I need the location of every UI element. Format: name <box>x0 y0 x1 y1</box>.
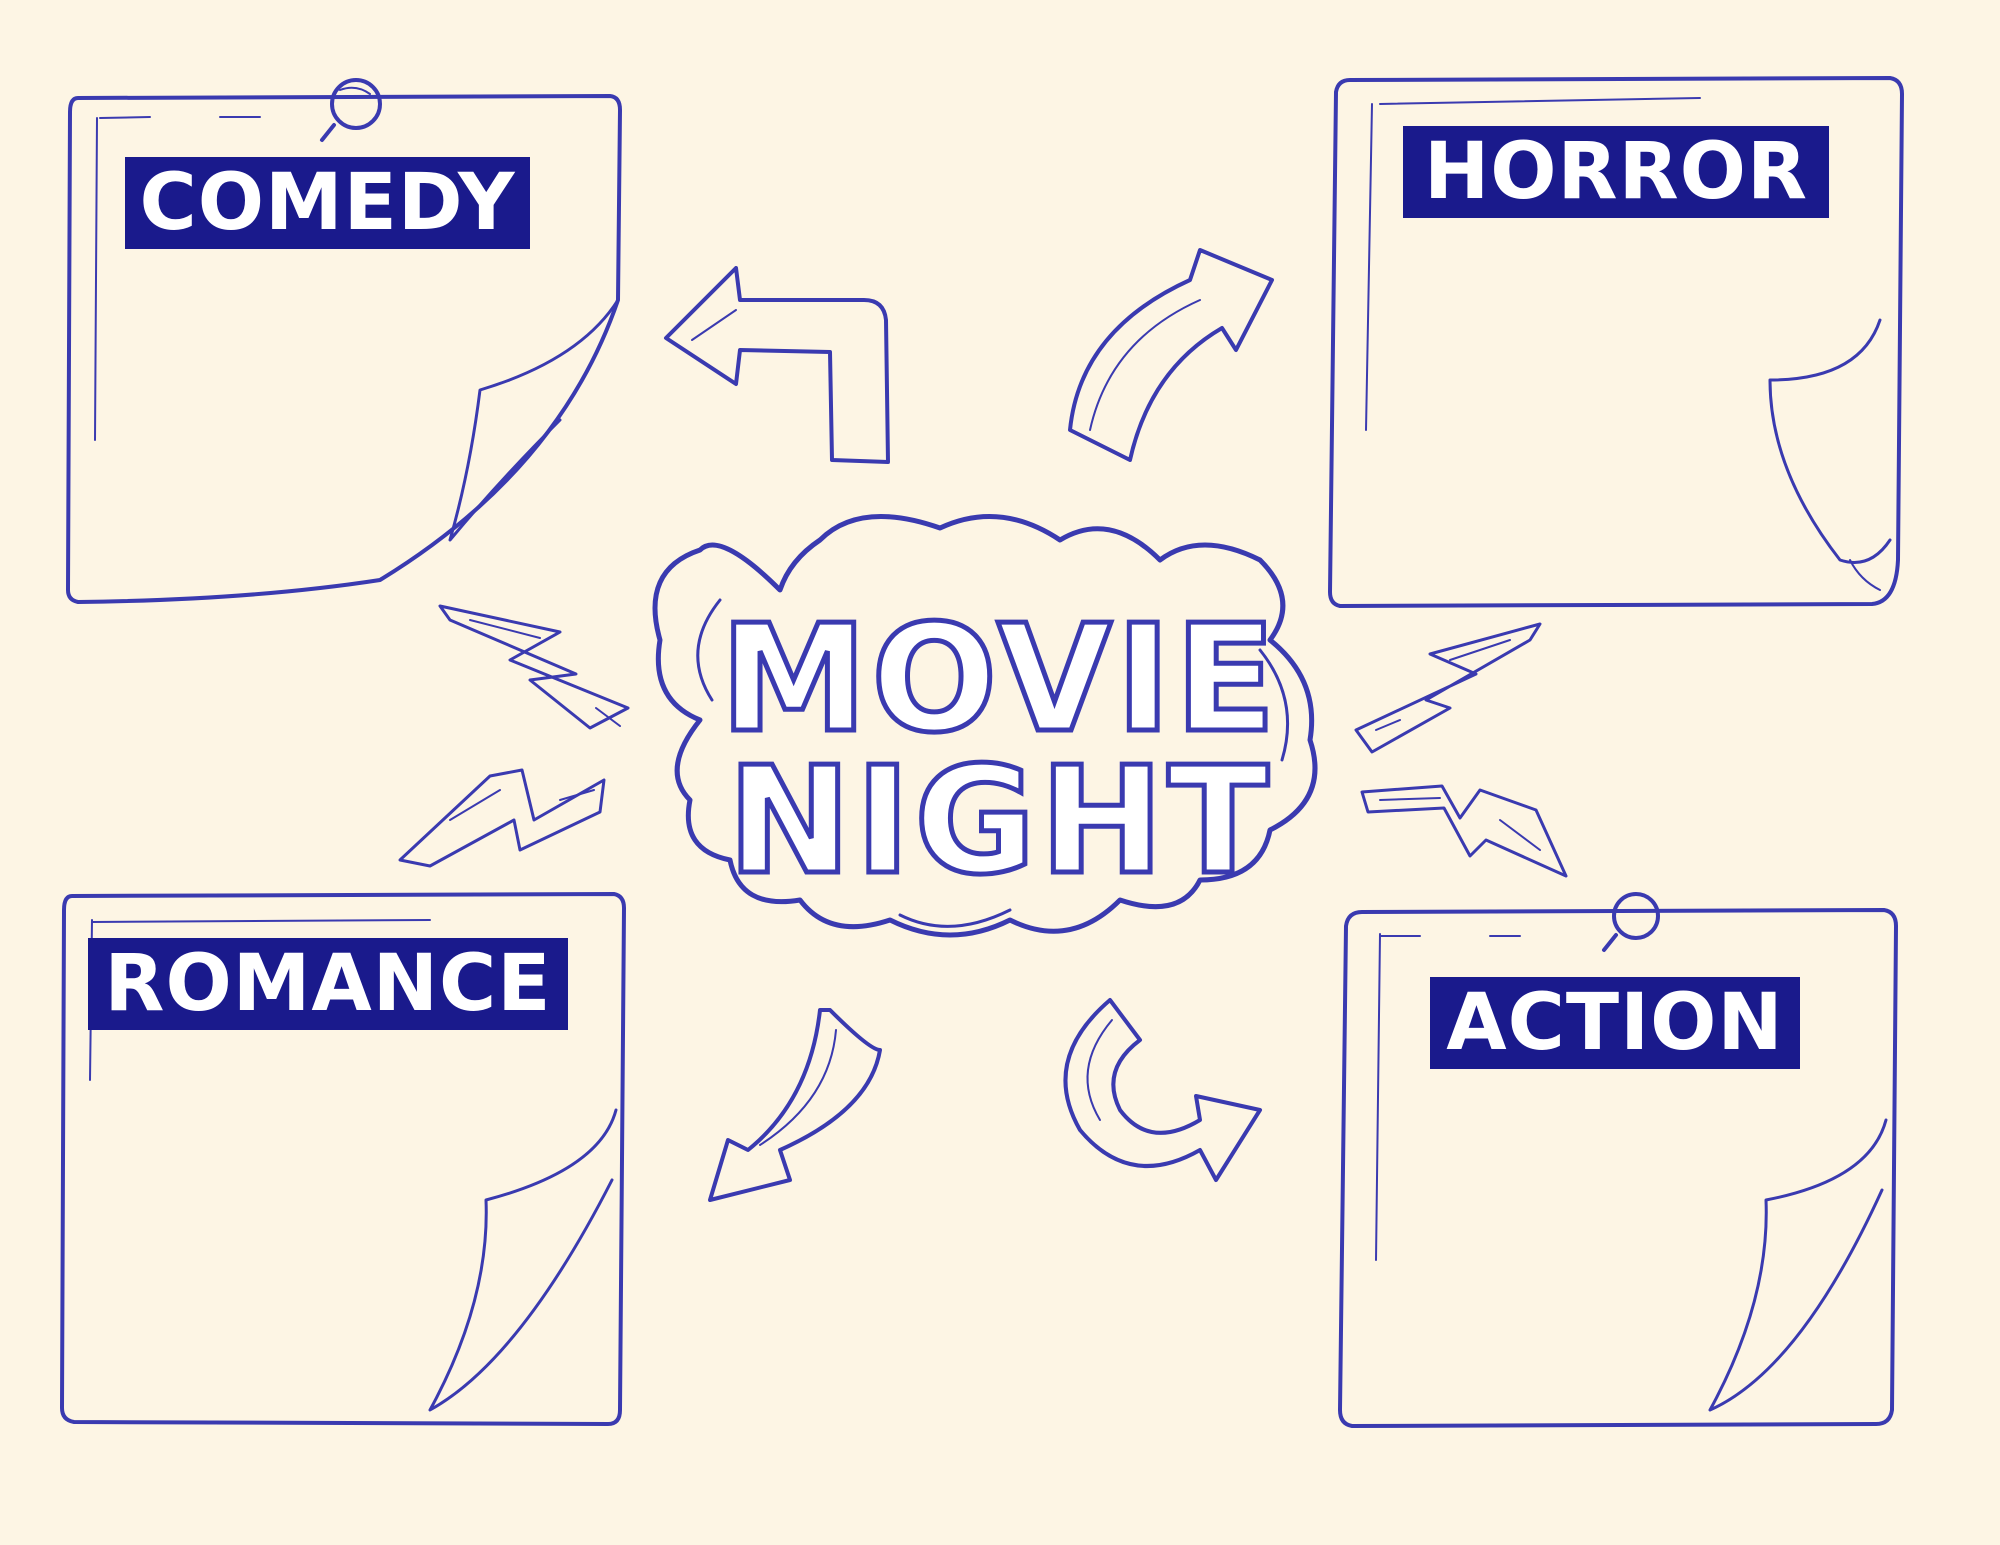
pushpin-icon <box>1602 892 1660 952</box>
comedy-note <box>66 78 622 604</box>
action-label: ACTION <box>1430 977 1800 1069</box>
action-note <box>1338 892 1898 1428</box>
title-block: MOVIE NIGHT <box>718 591 1280 910</box>
arrow-icon <box>708 1008 882 1202</box>
pushpin-icon <box>320 78 382 142</box>
arrow-icon <box>1063 998 1262 1182</box>
cloud-icon <box>652 513 1318 938</box>
lightning-bolt-icon <box>398 768 606 868</box>
lightning-bolt-icon <box>1360 784 1568 878</box>
horror-label: HORROR <box>1403 126 1829 218</box>
horror-note <box>1328 76 1904 608</box>
arrow-icon <box>664 266 890 464</box>
romance-label: ROMANCE <box>88 938 568 1030</box>
title-line-1: MOVIE <box>720 593 1280 765</box>
arrow-icon <box>1068 248 1274 462</box>
title-line-2: NIGHT <box>727 735 1272 907</box>
lightning-bolt-icon <box>438 604 630 730</box>
lightning-bolt-icon <box>1354 622 1542 754</box>
comedy-label: COMEDY <box>125 157 530 249</box>
